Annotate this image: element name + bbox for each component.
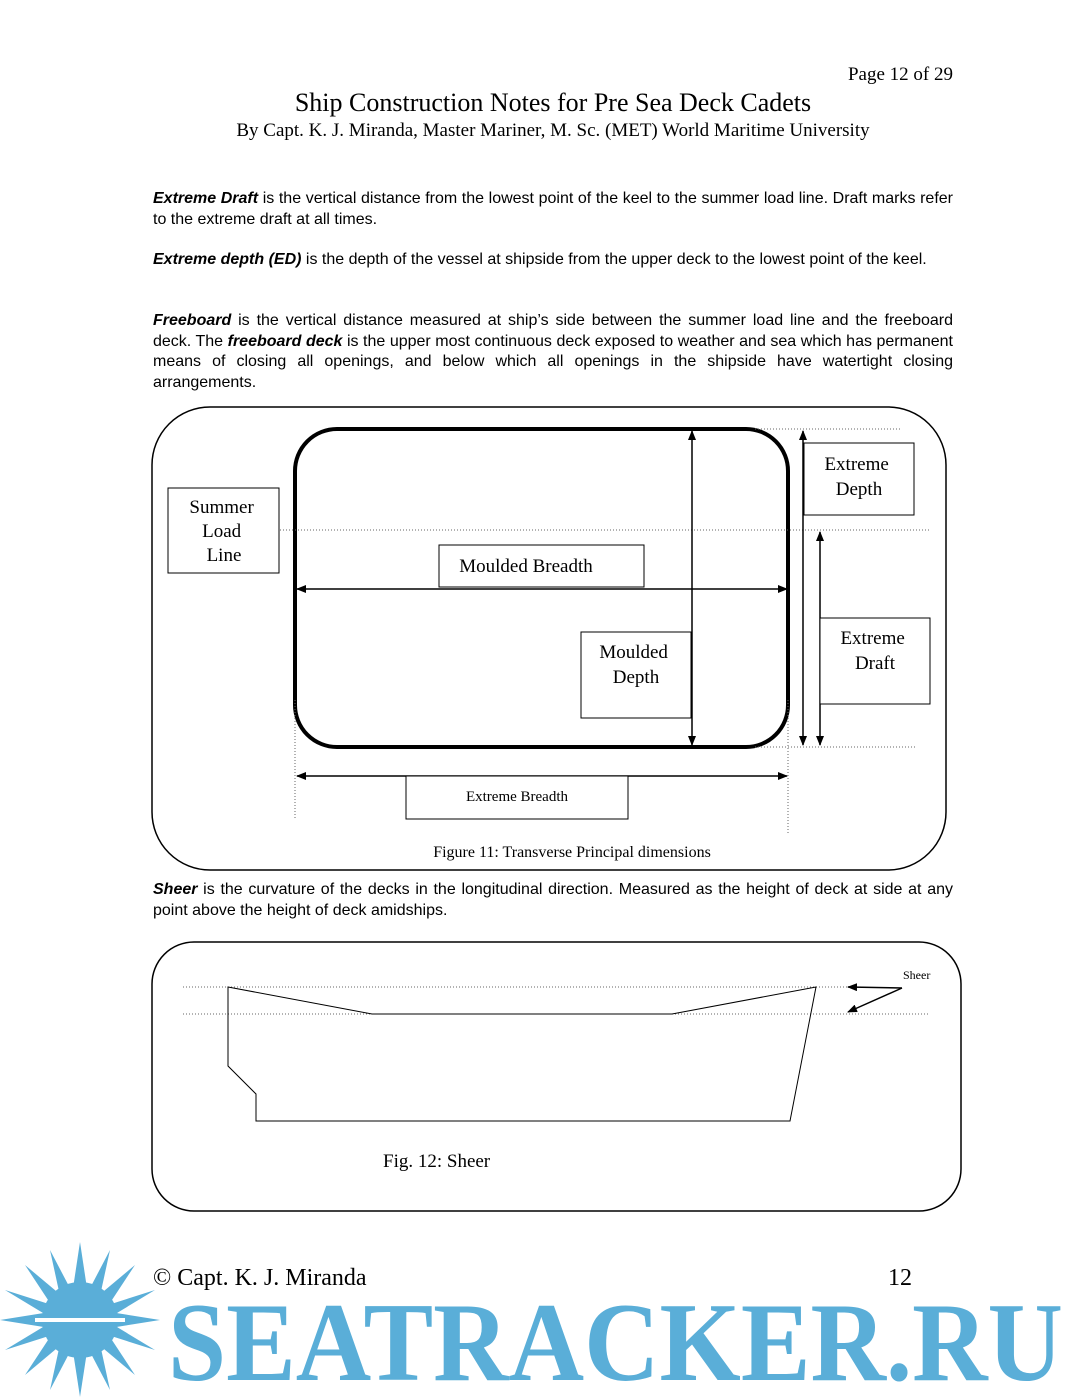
document-title: Ship Construction Notes for Pre Sea Deck… — [294, 88, 812, 117]
extreme-draft-label: Extreme Draft — [840, 628, 909, 674]
figure-12-caption: Fig. 12: Sheer — [383, 1151, 491, 1172]
extreme-depth-label: Extreme Depth — [824, 454, 893, 500]
sheer-pointer-upper — [847, 983, 903, 992]
ship-profile — [227, 986, 817, 1122]
page-number: Page 12 of 29 — [847, 64, 953, 85]
term-freeboard-deck: freeboard deck — [227, 332, 343, 350]
paragraph-extreme-draft: Extreme Draft is the vertical distance f… — [153, 189, 953, 230]
definition-extreme-depth: is the depth of the vessel at shipside f… — [301, 251, 927, 268]
document-author: By Capt. K. J. Miranda, Master Mariner, … — [236, 120, 870, 141]
figure-11-frame — [151, 406, 947, 871]
term-freeboard: Freeboard — [153, 312, 232, 329]
sun-horizon — [35, 1318, 125, 1322]
hull-section — [293, 427, 790, 749]
figure-12-frame — [151, 941, 962, 1212]
summer-load-line-label: Summer Load Line — [189, 497, 258, 566]
figure-11-caption: Figure 11: Transverse Principal dimensio… — [433, 844, 711, 861]
definition-extreme-draft: is the vertical distance from the lowest… — [153, 190, 953, 228]
term-extreme-draft: Extreme Draft — [153, 190, 259, 207]
extreme-draft-box — [819, 617, 931, 705]
extreme-depth-box — [803, 442, 915, 516]
definition-freeboard-part2: is the upper most continuous deck expose… — [153, 332, 953, 391]
watermark-text: SEATRACKER.RU — [168, 1281, 1063, 1397]
footer-copyright: © Capt. K. J. Miranda — [153, 1265, 367, 1291]
term-sheer: Sheer — [153, 881, 198, 898]
paragraph-sheer: Sheer is the curvature of the decks in t… — [153, 880, 953, 921]
extreme-breadth-box — [405, 775, 629, 820]
term-extreme-depth: Extreme depth (ED) — [153, 251, 302, 268]
sheer-label: Sheer — [903, 968, 930, 982]
sheer-pointer-lower — [847, 987, 903, 1013]
summer-load-line-box — [167, 487, 280, 574]
definition-sheer: is the curvature of the decks in the lon… — [153, 881, 953, 919]
footer-page-number: 12 — [888, 1265, 912, 1291]
moulded-breadth-label: Moulded Breadth — [459, 556, 593, 577]
paragraph-extreme-depth: Extreme depth (ED) is the depth of the v… — [153, 250, 953, 271]
moulded-depth-label: Moulded Depth — [599, 642, 672, 688]
moulded-breadth-box — [438, 544, 645, 588]
moulded-depth-box — [580, 631, 692, 719]
definition-freeboard-part1: is the vertical distance measured at shi… — [153, 312, 953, 350]
extreme-breadth-label: Extreme Breadth — [466, 789, 569, 805]
paragraph-freeboard: Freeboard is the vertical distance measu… — [153, 311, 953, 393]
